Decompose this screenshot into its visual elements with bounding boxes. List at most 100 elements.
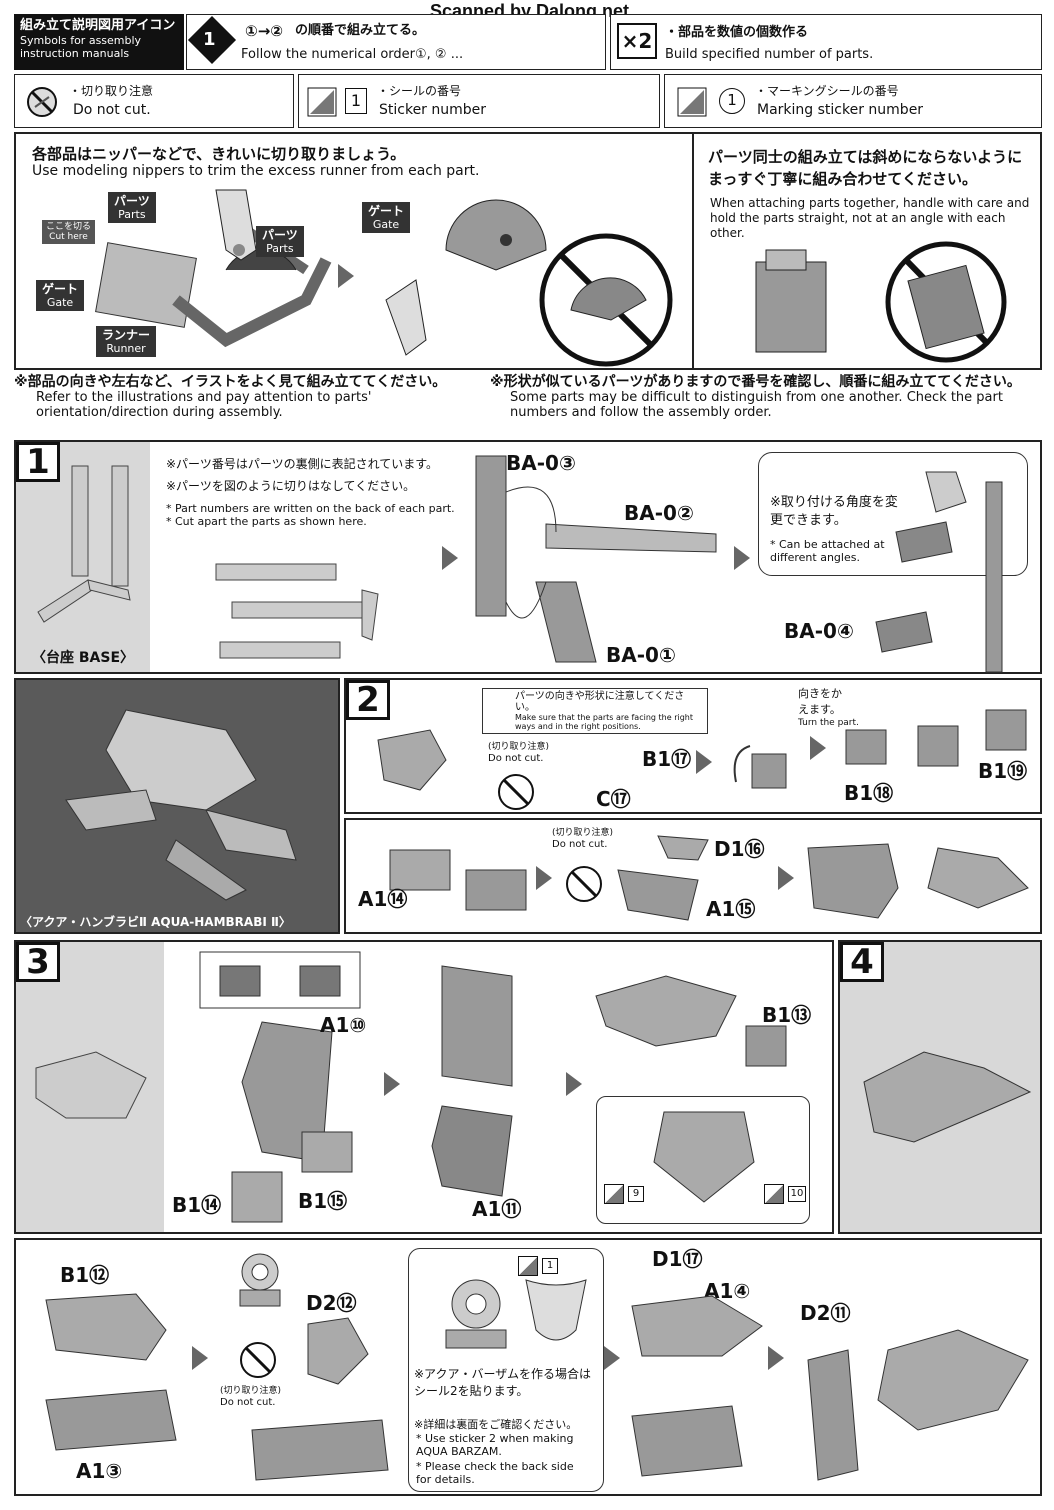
similar-note: ※形状が似ているパーツがありますので番号を確認し、順番に組み立ててください。 S… bbox=[490, 374, 1021, 420]
step2-subject: 〈アクア・ハンブラビⅡ AQUA-HAMBRABI Ⅱ〉 bbox=[14, 678, 340, 934]
step2-assembly-drawing bbox=[845, 709, 1027, 767]
step2-arrow-4 bbox=[778, 866, 794, 890]
multi-en: Build specified number of parts. bbox=[665, 47, 874, 62]
no-cut-icon bbox=[566, 866, 602, 902]
a110-drawing bbox=[231, 1021, 353, 1223]
ba02-label: BA-0② bbox=[624, 501, 694, 525]
straight-ja: パーツ同士の組み立ては斜めにならないようにまっすぐ丁寧に組み合わせてください。 bbox=[708, 148, 1023, 188]
step4-drawing bbox=[863, 1051, 1032, 1143]
b112-label: B1⑫ bbox=[60, 1263, 110, 1287]
order-seq: ①→② bbox=[245, 22, 283, 40]
bottom-arrow-1 bbox=[192, 1346, 208, 1370]
legend-order: 1 ①→② の順番で組み立てる。 Follow the numerical or… bbox=[186, 14, 606, 70]
detail-ja: ※詳細は裏面をご確認ください。 bbox=[414, 1418, 578, 1431]
base-label: 〈台座 BASE〉 bbox=[32, 650, 135, 666]
bubble-sticker-icon bbox=[518, 1256, 538, 1276]
sticker10-num: 10 bbox=[788, 1186, 806, 1202]
intro-box: 各部品はニッパーなどで、きれいに切り取りましょう。 Use modeling n… bbox=[14, 132, 1042, 370]
base-preview-drawing bbox=[37, 465, 131, 623]
angle-en: * Can be attached at different angles. bbox=[770, 538, 885, 564]
dnc2-label: (切り取り注意)Do not cut. bbox=[552, 828, 614, 850]
donotcut-ja: ・切り取り注意 bbox=[69, 84, 154, 98]
bottom-panel: B1⑫ A1③ (切り取り注意)Do not cut. D2⑫ 1 ※アクア・バ… bbox=[14, 1238, 1042, 1496]
step3-front-view bbox=[653, 1111, 755, 1203]
d212-drawing bbox=[307, 1317, 369, 1385]
aqua-barzam-bubble bbox=[408, 1248, 604, 1492]
trim-illustration bbox=[385, 199, 673, 367]
step2-arrow-1 bbox=[696, 750, 712, 774]
b115-label: B1⑮ bbox=[298, 1189, 348, 1213]
bottom-arrow-3 bbox=[768, 1346, 784, 1370]
step2-panel-bottom: A1⑭ (切り取り注意)Do not cut. D1⑯ A1⑮ bbox=[344, 818, 1042, 934]
step3-detail-box bbox=[596, 1096, 810, 1224]
b118-label: B1⑱ bbox=[844, 781, 894, 805]
d211-label: D2⑪ bbox=[800, 1301, 851, 1325]
b114-label: B1⑭ bbox=[172, 1193, 222, 1217]
sticker-num: 1 bbox=[345, 88, 367, 114]
subject-label: 〈アクア・ハンブラビⅡ AQUA-HAMBRABI Ⅱ〉 bbox=[20, 915, 291, 929]
legend-sticker: 1 ・シールの番号 Sticker number bbox=[298, 74, 660, 128]
a111-label: A1⑪ bbox=[472, 1197, 522, 1221]
step3-number: 3 bbox=[16, 942, 60, 982]
a14-label: A1④ bbox=[704, 1279, 751, 1303]
no-cut-icon bbox=[27, 87, 57, 117]
orient-note: ※部品の向きや左右など、イラストをよく見て組み立ててください。 Refer to… bbox=[14, 374, 447, 420]
aqua-en: * Use sticker 2 when making AQUA BARZAM. bbox=[416, 1432, 574, 1458]
step1-panel: 1 〈台座 BASE〉 ※パーツ番号はパーツの裏側に表記されています。 ※パーツ… bbox=[14, 440, 1042, 674]
legend-marking: 1 ・マーキングシールの番号 Marking sticker number bbox=[664, 74, 1042, 128]
step3-panel: 3 A1⑩ B1⑭ B1⑮ A1⑪ B1⑬ 9 10 bbox=[14, 940, 834, 1234]
a114-label: A1⑭ bbox=[358, 887, 408, 911]
donotcut-en: Do not cut. bbox=[73, 102, 151, 118]
step2-arrow-2 bbox=[810, 736, 826, 760]
d212-label: D2⑫ bbox=[306, 1291, 357, 1315]
dnc-label: (切り取り注意)Do not cut. bbox=[488, 742, 550, 764]
orient-warning: パーツの向きや形状に注意してください。 Make sure that the p… bbox=[482, 688, 708, 734]
ba03-label: BA-0③ bbox=[506, 451, 576, 475]
marking-num: 1 bbox=[719, 88, 745, 114]
step3-preview-drawing bbox=[35, 1051, 147, 1119]
turn-part-drawing bbox=[733, 745, 787, 789]
step2-arrow-3 bbox=[536, 866, 552, 890]
legend-multi: ×2 ・部品を数値の個数作る Build specified number of… bbox=[610, 14, 1042, 70]
angle-ja: ※取り付ける角度を変更できます。 bbox=[770, 495, 898, 528]
a13-label: A1③ bbox=[76, 1459, 123, 1483]
b119-label: B1⑲ bbox=[978, 759, 1028, 783]
step4-panel: 4 bbox=[838, 940, 1042, 1234]
legend-donotcut: ・切り取り注意 Do not cut. bbox=[14, 74, 294, 128]
a110-label: A1⑩ bbox=[320, 1013, 367, 1037]
intro-divider bbox=[692, 134, 694, 368]
step2-number: 2 bbox=[346, 680, 390, 720]
intro-arrow bbox=[338, 264, 354, 288]
step1-number: 1 bbox=[16, 442, 60, 482]
step-badge-number: 1 bbox=[203, 29, 216, 50]
d116-label: D1⑯ bbox=[714, 837, 765, 861]
turn-label: 向きをかえます。 Turn the part. bbox=[798, 687, 859, 728]
step2-combined-drawing bbox=[807, 843, 1029, 919]
step3-arrow-1 bbox=[384, 1072, 400, 1096]
c17-label: C⑰ bbox=[596, 787, 631, 811]
sticker-icon bbox=[307, 87, 337, 117]
angle-bubble bbox=[758, 452, 1028, 576]
multi-ja: ・部品を数値の個数作る bbox=[665, 25, 809, 40]
icon-legend: 組み立て説明図用アイコン Symbols for assembly instru… bbox=[14, 14, 1042, 128]
hambrabi-drawing bbox=[65, 709, 297, 901]
ring-part-drawing bbox=[239, 1253, 281, 1307]
order-en-seq: ①, ② ... bbox=[415, 47, 464, 62]
sticker9-num: 9 bbox=[628, 1186, 644, 1202]
no-cut-icon bbox=[498, 774, 534, 810]
straight-en: When attaching parts together, handle wi… bbox=[710, 196, 1030, 240]
step3-top-detail bbox=[199, 951, 361, 1009]
sticker9-icon bbox=[604, 1184, 624, 1204]
nippers-ja: 各部品はニッパーなどで、きれいに切り取りましょう。 bbox=[32, 145, 406, 163]
a114-drawing bbox=[389, 849, 527, 911]
d117-label: D1⑰ bbox=[652, 1247, 703, 1271]
b117-label: B1⑰ bbox=[642, 747, 692, 771]
step2-part-drawing bbox=[377, 729, 447, 791]
no-cut-icon bbox=[240, 1342, 276, 1378]
